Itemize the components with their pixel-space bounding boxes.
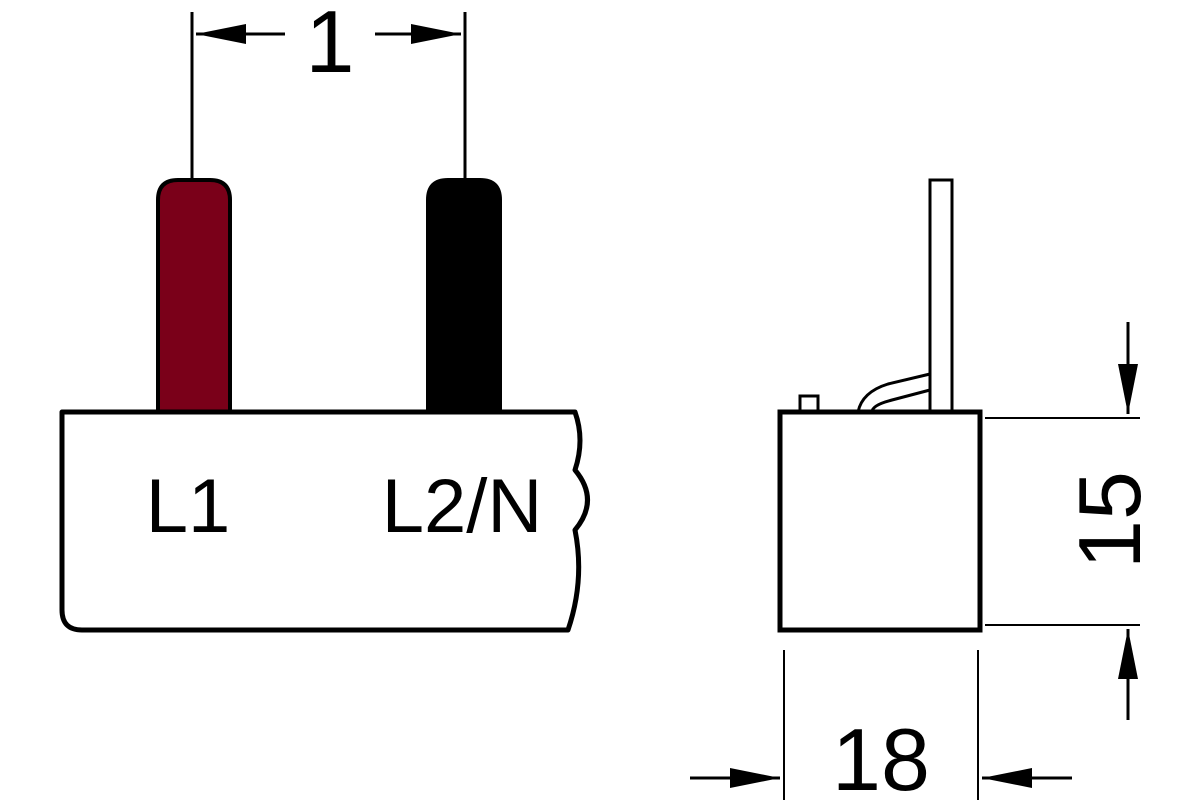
width-arrow-right-icon <box>730 768 780 788</box>
side-view: 15 18 <box>690 178 1159 800</box>
side-clip <box>856 372 932 413</box>
height-arrow-down-icon <box>1118 364 1138 414</box>
height-arrow-up-icon <box>1118 629 1138 679</box>
pitch-arrow-right-icon <box>411 24 461 44</box>
pin-l2n <box>426 178 502 414</box>
pin-l1 <box>156 178 232 414</box>
height-dimension: 15 <box>985 322 1159 720</box>
side-pin <box>928 178 954 414</box>
pitch-label: 1 <box>306 0 355 91</box>
pin-label-l2n: L2/N <box>382 464 543 549</box>
pitch-dimension: 1 <box>190 0 467 180</box>
busbar-body <box>59 409 590 633</box>
height-label: 15 <box>1060 471 1159 569</box>
width-dimension: 18 <box>690 650 1072 800</box>
pin-label-l1: L1 <box>146 464 231 549</box>
side-body <box>777 409 983 633</box>
front-view: 1 L1 L2/N <box>59 0 590 633</box>
width-label: 18 <box>832 710 930 800</box>
width-arrow-left-icon <box>982 768 1032 788</box>
pitch-arrow-left-icon <box>196 24 246 44</box>
